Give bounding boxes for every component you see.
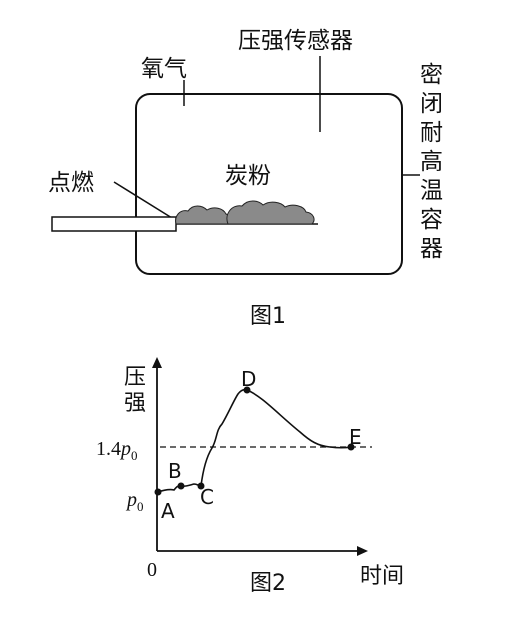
point-e-label: E <box>349 425 362 449</box>
tick-label-1.4p0: 1.4p0 <box>96 438 138 463</box>
origin-label: 0 <box>147 559 157 581</box>
container-char: 高 <box>420 149 443 175</box>
tick-sub: 0 <box>131 448 138 463</box>
point-c-marker <box>197 482 205 490</box>
point-d-label: D <box>241 367 256 391</box>
figure-1: 氧气 压强传感器 点燃 炭粉 密 闭 耐 高 温 容 器 图1 <box>48 28 443 329</box>
figure-2: A B C D E 压 强 1.4p0 p0 0 时间 图2 <box>96 357 404 596</box>
carbon-powder-left <box>175 205 232 225</box>
carbon-label: 炭粉 <box>225 163 271 189</box>
container-char: 密 <box>420 62 443 88</box>
container-char: 器 <box>420 236 443 262</box>
x-axis-label: 时间 <box>360 564 404 589</box>
sensor-label: 压强传感器 <box>238 28 353 54</box>
point-e-marker <box>347 443 355 451</box>
ignite-leader <box>113 181 173 219</box>
container-char: 温 <box>420 178 443 204</box>
figure-2-caption: 图2 <box>250 571 286 596</box>
figure-1-caption: 图1 <box>250 304 286 329</box>
ignite-label: 点燃 <box>48 170 94 196</box>
sealed-container <box>135 93 403 275</box>
container-char: 耐 <box>420 120 443 146</box>
igniter-rod <box>51 216 177 232</box>
tick-p: p <box>119 438 131 460</box>
tick-label-p0: p0 <box>125 489 144 514</box>
point-c-label: C <box>200 485 214 509</box>
point-b-label: B <box>168 459 182 483</box>
point-a-label: A <box>161 499 175 523</box>
point-d-marker <box>243 386 251 394</box>
container-char: 容 <box>420 207 443 233</box>
x-axis-arrow <box>357 546 368 556</box>
container-label: 密 闭 耐 高 温 容 器 <box>420 62 443 262</box>
tick-sub: 0 <box>137 499 144 514</box>
y-axis-label-char: 压 <box>124 365 146 390</box>
oxygen-label: 氧气 <box>141 56 187 82</box>
carbon-powder-right <box>226 200 315 225</box>
tick-coef: 1.4 <box>96 438 121 460</box>
tick-p: p <box>125 489 137 511</box>
point-b-marker <box>177 482 185 490</box>
point-a-marker <box>154 488 162 496</box>
y-axis-arrow <box>152 357 162 368</box>
container-char: 闭 <box>420 91 443 117</box>
y-axis-label-char: 强 <box>124 391 146 416</box>
pressure-curve <box>157 388 352 493</box>
